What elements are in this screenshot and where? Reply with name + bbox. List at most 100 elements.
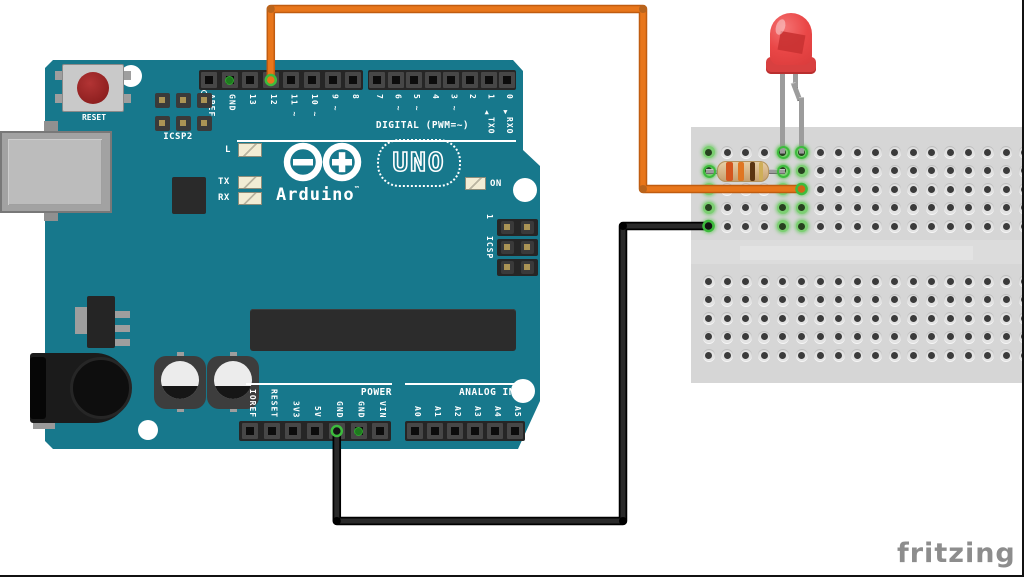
breadboard-hole [981, 183, 994, 195]
breadboard-hole [888, 183, 901, 195]
digital-right-label: 5 ~ [412, 94, 422, 112]
power-pin-3V3 [285, 423, 302, 439]
breadboard-hole [832, 164, 845, 177]
wire-end-breadboard [795, 182, 808, 196]
breadboard-hole [981, 330, 994, 343]
breadboard-hole [907, 164, 920, 177]
digital-right-pin-7 [369, 72, 385, 88]
breadboard-hole [702, 312, 715, 324]
uno-model-text: UNO [392, 147, 446, 179]
power-jack-barrel [70, 357, 132, 419]
breadboard-hole [832, 183, 845, 195]
breadboard-hole [962, 293, 975, 306]
breadboard-hole [758, 275, 771, 287]
breadboard-hole [758, 146, 771, 158]
digital-left-label: AREF [207, 94, 216, 118]
breadboard-hole [888, 330, 901, 343]
reset-button-leg [55, 94, 64, 103]
mounting-hole [513, 178, 537, 202]
regulator-leg [113, 311, 130, 318]
power-label: 3V3 [291, 400, 301, 418]
breadboard-hole [814, 349, 827, 361]
capacitor-nub [230, 352, 237, 358]
led-leg [799, 97, 804, 154]
breadboard-hole [1000, 164, 1013, 177]
led-rx [238, 192, 262, 205]
digital-right-strip [367, 70, 517, 90]
led-l [238, 143, 262, 157]
breadboard-hole [944, 293, 957, 306]
breadboard-hole [962, 164, 975, 177]
icsp2-pin [196, 92, 212, 108]
resistor-band [738, 162, 744, 181]
breadboard-hole [702, 330, 715, 343]
breadboard-hole [758, 201, 771, 214]
breadboard-hole [776, 349, 789, 361]
breadboard-hole [869, 293, 882, 306]
breadboard-hole [814, 312, 827, 324]
led-rx-label: RX [218, 193, 230, 203]
icsp2-label: ICSP2 [163, 132, 193, 142]
window-edge-right [1022, 0, 1024, 577]
ground-wire[interactable] [330, 219, 715, 526]
breadboard-hole [962, 275, 975, 287]
icsp2-pin [175, 115, 191, 131]
breadboard-hole [851, 275, 864, 287]
breadboard-hole [962, 349, 975, 361]
breadboard-hole [888, 312, 901, 324]
digital-left-pin-10 [304, 72, 320, 88]
digital-title: DIGITAL (PWM=~) [375, 120, 470, 131]
atmega-chip[interactable] [250, 309, 516, 351]
digital-left-pin-13 [242, 72, 259, 88]
arduino-brand-text: Arduino [276, 185, 355, 205]
breadboard-hole [758, 312, 771, 324]
breadboard-hole [869, 349, 882, 361]
breadboard-hole [795, 275, 808, 287]
breadboard-hole [1000, 349, 1013, 361]
power-silk-line [246, 383, 392, 385]
analog-label: A2 [453, 406, 462, 418]
led-tx-label: TX [218, 177, 230, 187]
digital-right-pin-3 [443, 72, 460, 88]
breadboard-hole [776, 312, 789, 324]
analog-label: A0 [413, 406, 422, 418]
digital-left-label: 13 [248, 94, 258, 106]
icsp-pin [500, 220, 514, 234]
breadboard-hole [739, 275, 752, 287]
breadboard-hole [888, 201, 901, 214]
signal-wire[interactable] [264, 4, 808, 196]
digital-left-label: 12 [268, 94, 278, 106]
breadboard-hole [1000, 146, 1013, 158]
regulator-tab [75, 307, 88, 334]
breadboard-channel-inset [740, 246, 973, 260]
power-jack-tab [33, 423, 55, 429]
breadboard-hole [869, 201, 882, 214]
breadboard-hole [944, 312, 957, 324]
breadboard-hole [832, 293, 845, 306]
breadboard-hole [925, 275, 938, 287]
reset-button-leg [55, 71, 64, 80]
breadboard-hole [944, 183, 957, 195]
arduino-infinity-logo [283, 142, 362, 182]
breadboard-hole [907, 201, 920, 214]
reset-button-leg [122, 71, 131, 80]
digital-right-label: 2 [468, 94, 477, 100]
breadboard-hole [851, 330, 864, 343]
breadboard-hole [944, 330, 957, 343]
led-leg [780, 70, 785, 154]
breadboard-hole-connected [702, 201, 715, 214]
breadboard-hole [851, 312, 864, 324]
breadboard-hole [702, 349, 715, 361]
breadboard-hole [907, 349, 920, 361]
breadboard-hole [832, 275, 845, 287]
breadboard-hole [888, 146, 901, 158]
breadboard-hole [758, 330, 771, 343]
digital-left-pin-8 [345, 72, 362, 88]
power-pin-IOREF [242, 423, 258, 439]
breadboard-hole [944, 275, 957, 287]
digital-right-label: 7 [375, 94, 384, 100]
breadboard-hole [869, 164, 882, 177]
reset-button-cap[interactable] [77, 72, 109, 104]
power-label: GND [356, 400, 366, 418]
